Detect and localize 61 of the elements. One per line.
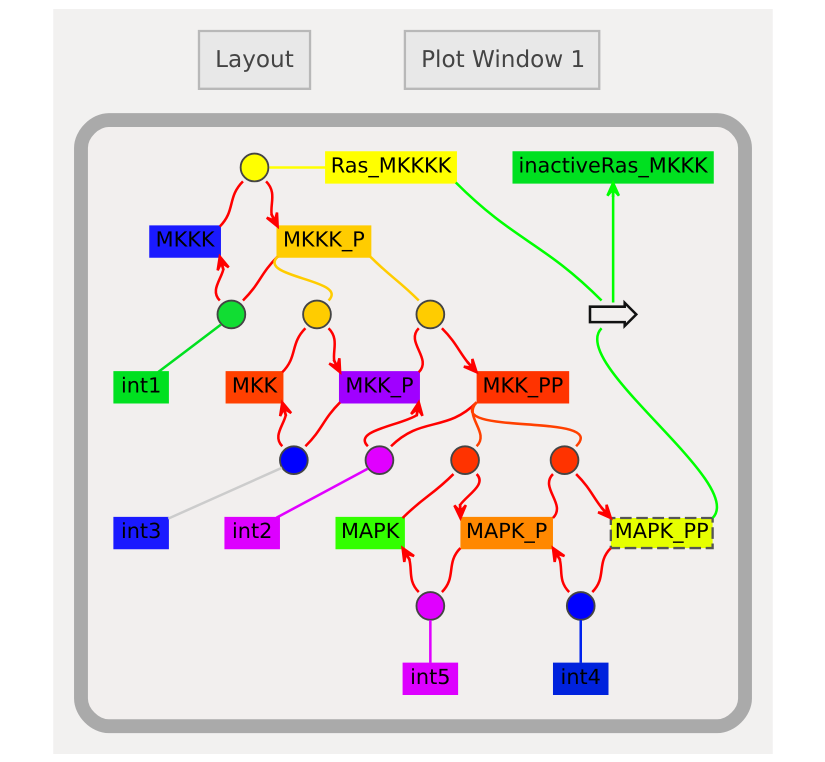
connector — [590, 546, 612, 592]
node-circle — [278, 444, 308, 474]
node-circle — [415, 299, 445, 329]
node-box: MAPK_P — [460, 516, 552, 549]
arrow — [400, 546, 420, 592]
node-circle — [364, 444, 394, 474]
node-box: MKK — [225, 370, 283, 403]
arrow — [440, 326, 478, 374]
connector — [218, 180, 244, 227]
connector — [440, 546, 461, 592]
node-box: int3 — [112, 516, 168, 549]
node-box: MAPK — [335, 516, 404, 549]
node-box: MAPK_PP — [609, 516, 714, 549]
node-circle — [565, 590, 596, 620]
node-arrow — [588, 299, 638, 329]
label: Layout — [214, 46, 294, 72]
node-box: int2 — [224, 516, 280, 549]
connector — [275, 467, 368, 518]
connector — [268, 166, 325, 168]
connector — [390, 400, 477, 447]
connector — [413, 327, 424, 372]
arrow — [574, 472, 612, 519]
arrow — [363, 400, 424, 447]
node-box: MKKK — [148, 224, 220, 258]
node-box: Ras_MKKKK — [324, 150, 456, 184]
arrow — [452, 472, 480, 519]
node-box: int4 — [552, 662, 608, 694]
node-circle — [415, 590, 445, 620]
node-box: MKKK_P — [276, 224, 371, 258]
connector — [596, 327, 718, 518]
label: Plot Window 1 — [420, 46, 585, 72]
node-circle — [239, 152, 269, 182]
arrow — [264, 180, 278, 228]
arrow — [606, 181, 620, 302]
arrow — [327, 326, 341, 374]
cluster — [74, 112, 752, 733]
connector — [280, 326, 306, 373]
connector — [304, 400, 341, 447]
arrow — [214, 254, 230, 301]
connector — [401, 472, 454, 518]
connector — [547, 472, 558, 518]
arrow — [276, 400, 292, 447]
arrow — [551, 546, 570, 592]
node-box: int1 — [112, 370, 168, 403]
node-box: MKK_PP — [476, 370, 569, 403]
connector — [578, 620, 582, 662]
connector — [167, 466, 282, 520]
node-box: MKK_P — [338, 370, 420, 403]
connector — [272, 255, 332, 301]
connector — [368, 255, 420, 301]
node-circle — [216, 299, 246, 329]
node-box: inactiveRas_MKKK — [512, 150, 714, 184]
node-box: int5 — [402, 662, 458, 694]
node-circle — [549, 444, 579, 474]
node-circle — [302, 299, 332, 329]
node-circle — [450, 444, 480, 474]
connector — [454, 181, 602, 301]
connector — [470, 401, 582, 446]
connector — [242, 255, 278, 301]
connector — [428, 620, 432, 662]
connector — [156, 323, 222, 373]
